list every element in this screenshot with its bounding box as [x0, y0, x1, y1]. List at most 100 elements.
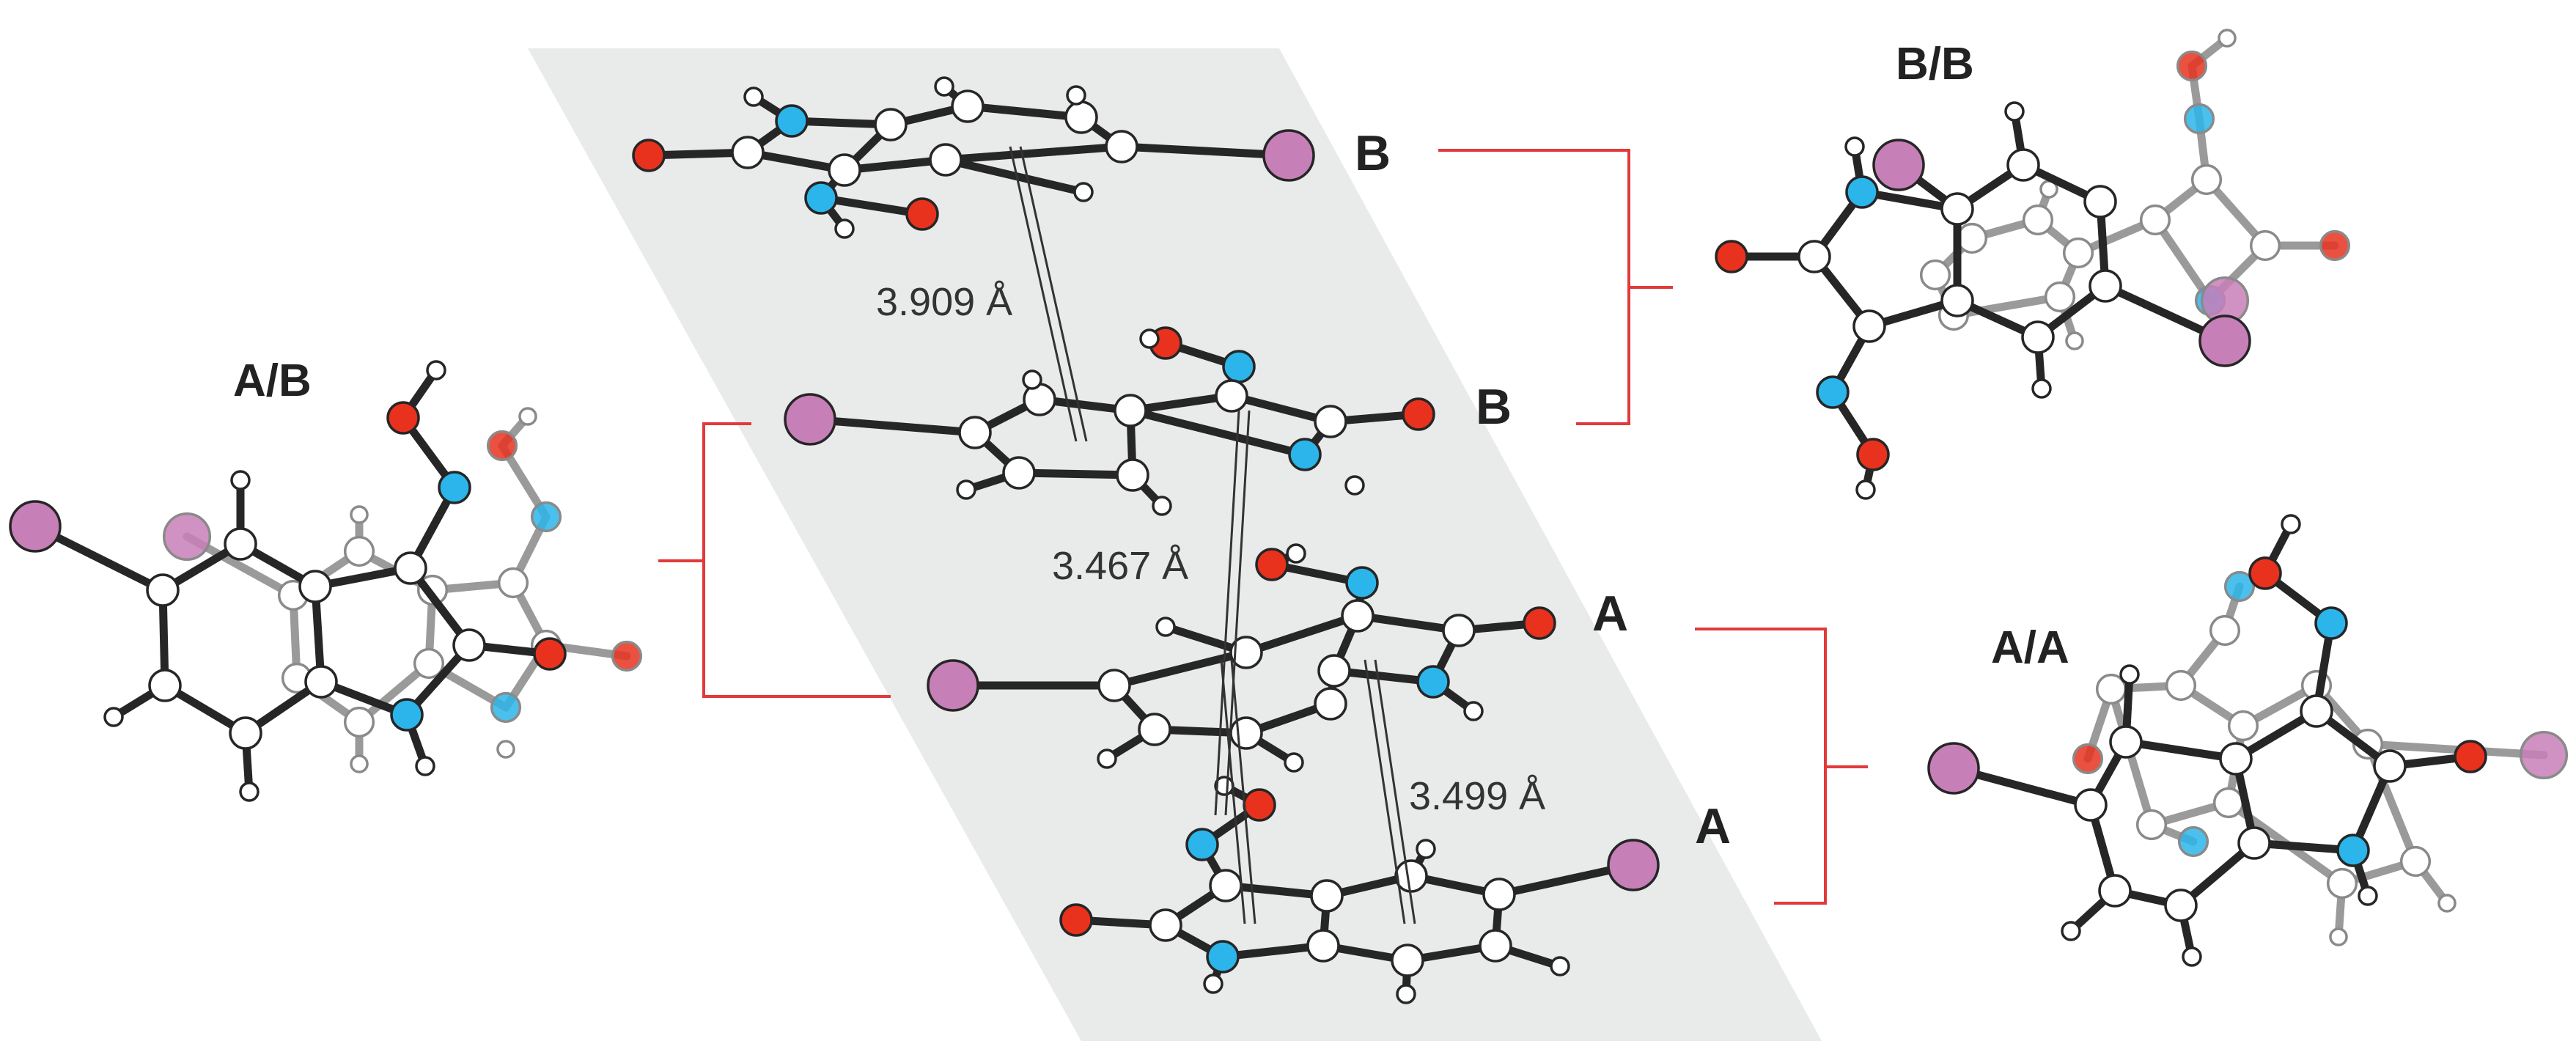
oxygen-atom	[486, 430, 518, 462]
carbon-atom	[1310, 879, 1344, 913]
bond	[1126, 406, 1309, 459]
carbon-atom	[1002, 456, 1036, 490]
iodine-atom	[162, 512, 212, 562]
bracket-aa	[1695, 628, 1868, 905]
carbon-atom	[1097, 669, 1131, 702]
aa-front-molecule	[1927, 514, 2487, 967]
distance-label-2: 3.467 Å	[1052, 544, 1188, 588]
bond	[941, 155, 1088, 196]
carbon-atom	[224, 527, 257, 561]
hydrogen-atom	[1855, 479, 1876, 500]
oxygen-atom	[905, 197, 939, 231]
nitrogen-atom	[1816, 375, 1850, 409]
carbon-atom	[828, 153, 861, 187]
hydrogen-atom	[1139, 328, 1160, 349]
stacking-panel	[528, 48, 1822, 1041]
carbon-atom	[1138, 713, 1171, 746]
iodine-atom	[2519, 730, 2569, 780]
carbon-atom	[1956, 222, 1988, 254]
nitrogen-atom	[390, 698, 424, 732]
hydrogen-atom	[2031, 378, 2052, 399]
carbon-atom	[497, 567, 529, 599]
contact-bb	[1009, 146, 1088, 442]
distance-label-3: 3.499 Å	[1409, 774, 1545, 818]
nitrogen-atom	[2314, 606, 2348, 640]
molecule-b-top	[632, 76, 1315, 239]
carbon-atom	[1797, 240, 1831, 273]
hydrogen-atom	[415, 756, 435, 776]
nitrogen-atom	[2336, 834, 2370, 867]
carbon-atom	[1852, 309, 1886, 343]
stack-label-b-second: B	[1476, 379, 1512, 435]
iodine-atom	[784, 393, 836, 446]
hydrogen-atom	[2004, 101, 2025, 122]
carbon-atom	[2098, 874, 2132, 908]
nitrogen-atom	[1416, 665, 1450, 699]
oxygen-atom	[611, 640, 643, 672]
bond	[1126, 391, 1236, 415]
nitrogen-atom	[1185, 828, 1219, 861]
oxygen-atom	[1402, 397, 1435, 431]
carbon-atom	[2164, 889, 2198, 922]
oxygen-atom	[2072, 743, 2104, 775]
carbon-atom	[1391, 944, 1424, 977]
carbon-atom	[2249, 229, 2281, 262]
carbon-atom	[2212, 787, 2245, 819]
carbon-atom	[1314, 405, 1347, 438]
molecule-b-second	[784, 326, 1435, 516]
bond	[840, 155, 950, 174]
iodine-atom	[2198, 315, 2251, 367]
carbon-atom	[2083, 185, 2117, 218]
hydrogen-atom	[1022, 369, 1042, 390]
hydrogen-atom	[2281, 514, 2301, 534]
hydrogen-atom	[1155, 617, 1176, 637]
carbon-atom	[1482, 878, 1516, 911]
nitrogen-atom	[804, 181, 838, 215]
carbon-atom	[298, 570, 332, 603]
carbon-atom	[2237, 826, 2271, 860]
bond	[806, 415, 979, 437]
carbon-atom	[2209, 614, 2241, 647]
hydrogen-atom	[350, 505, 369, 524]
oxygen-atom	[2319, 229, 2351, 262]
oxygen-atom	[1059, 903, 1093, 937]
hydrogen-atom	[230, 470, 251, 490]
carbon-atom	[1215, 379, 1248, 413]
nitrogen-atom	[2183, 103, 2215, 135]
iodine-atom	[1262, 129, 1315, 182]
nitrogen-atom	[438, 471, 471, 504]
aa-back-molecule	[2072, 556, 2569, 946]
carbon-atom	[1105, 130, 1138, 163]
oxygen-atom	[2454, 740, 2487, 773]
hydrogen-atom	[1066, 85, 1086, 106]
carbon-atom	[1116, 458, 1149, 492]
bond	[1949, 293, 2064, 320]
bond	[2151, 216, 2215, 305]
carbon-atom	[2135, 809, 2168, 841]
carbon-atom	[2373, 749, 2407, 783]
carbon-atom	[2139, 204, 2171, 236]
carbon-atom	[1149, 908, 1182, 942]
carbon-atom	[2044, 281, 2076, 313]
nitrogen-atom	[775, 104, 809, 138]
hydrogen-atom	[743, 87, 764, 107]
oxygen-atom	[533, 637, 567, 671]
carbon-atom	[1229, 636, 1263, 669]
carbon-atom	[874, 108, 908, 141]
dimer-label-aa: A/A	[1991, 622, 2069, 673]
carbon-atom	[1479, 929, 1512, 963]
hydrogen-atom	[1152, 496, 1172, 516]
carbon-atom	[1229, 716, 1263, 750]
carbon-atom	[1394, 859, 1428, 893]
bond	[1227, 391, 1335, 426]
carbon-atom	[394, 551, 427, 585]
hydrogen-atom	[103, 707, 124, 727]
hydrogen-atom	[1463, 701, 1484, 721]
carbon-atom	[1306, 929, 1340, 963]
iodine-atom	[927, 659, 979, 712]
hydrogen-atom	[956, 479, 976, 500]
carbon-atom	[2227, 710, 2259, 742]
iodine-atom	[1607, 839, 1660, 891]
bond	[817, 194, 927, 218]
